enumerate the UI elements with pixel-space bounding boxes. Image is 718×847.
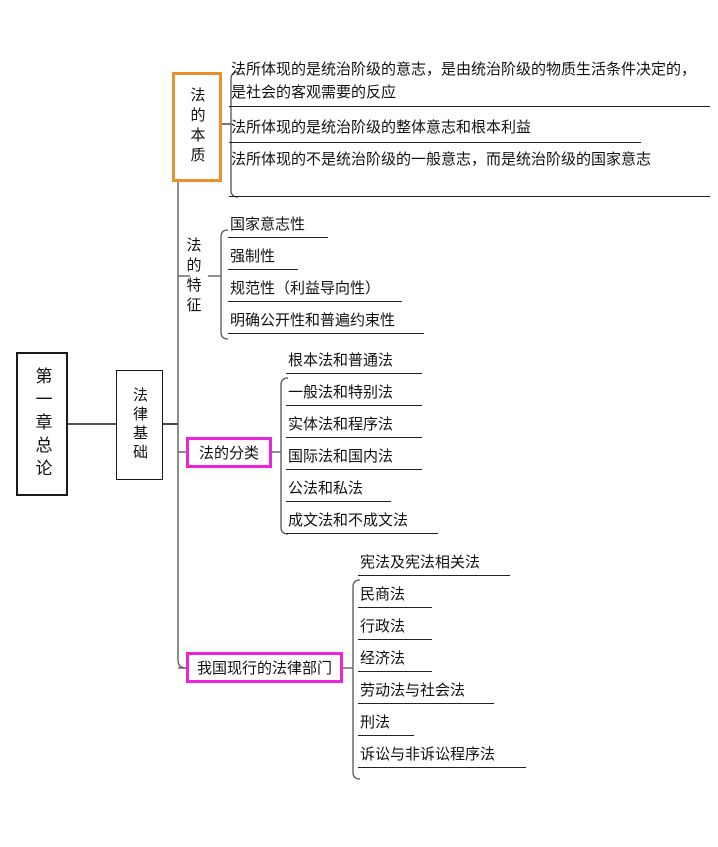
leaf-item[interactable]: 国家意志性: [228, 210, 328, 238]
level1-node[interactable]: 法律基础: [116, 370, 163, 480]
branch-node-faDeFenLei-label: 法的分类: [198, 445, 259, 462]
leaf-item[interactable]: 刑法: [358, 708, 414, 736]
leaf-item[interactable]: 法所体现的是统治阶级的意志，是由统治阶级的物质生活条件决定的，是社会的客观需要的…: [229, 58, 710, 107]
leaf-item[interactable]: 经济法: [358, 644, 432, 672]
leaf-item[interactable]: 行政法: [358, 612, 432, 640]
leaf-item[interactable]: 民商法: [358, 580, 432, 608]
leaf-item[interactable]: 法所体现的不是统治阶级的一般意志，而是统治阶级的国家意志: [229, 148, 710, 197]
leaf-item[interactable]: 国际法和国内法: [286, 442, 422, 470]
leaf-item[interactable]: 宪法及宪法相关法: [358, 548, 510, 576]
branch-node-faDeFenLei[interactable]: 法的分类: [186, 437, 272, 468]
branch-node-faDeBenZhi[interactable]: 法的本质: [172, 72, 222, 182]
level1-node-label: 法律基础: [131, 387, 148, 463]
branch-node-woGuoXianXing[interactable]: 我国现行的法律部门: [186, 652, 343, 683]
leaf-item[interactable]: 法所体现的是统治阶级的整体意志和根本利益: [229, 112, 641, 143]
branch-node-faDeTeZheng-label: 法的特征: [184, 237, 202, 317]
root-node[interactable]: 第一章总论: [16, 352, 68, 496]
leaf-item[interactable]: 诉讼与非诉讼程序法: [358, 740, 526, 768]
leaf-item[interactable]: 实体法和程序法: [286, 410, 422, 438]
branch-node-woGuoXianXing-label: 我国现行的法律部门: [196, 660, 332, 677]
leaf-item[interactable]: 根本法和普通法: [286, 346, 422, 374]
leaf-item[interactable]: 劳动法与社会法: [358, 676, 494, 704]
leaf-item[interactable]: 规范性（利益导向性）: [228, 274, 402, 302]
root-node-label: 第一章总论: [32, 366, 52, 482]
leaf-item[interactable]: 公法和私法: [286, 474, 391, 502]
branch-node-faDeTeZheng[interactable]: 法的特征: [178, 222, 208, 332]
leaf-item[interactable]: 成文法和不成文法: [286, 506, 438, 534]
branch-node-faDeBenZhi-label: 法的本质: [188, 87, 206, 167]
leaf-item[interactable]: 一般法和特别法: [286, 378, 422, 406]
leaf-item[interactable]: 强制性: [228, 242, 298, 270]
leaf-item[interactable]: 明确公开性和普遍约束性: [228, 306, 424, 334]
